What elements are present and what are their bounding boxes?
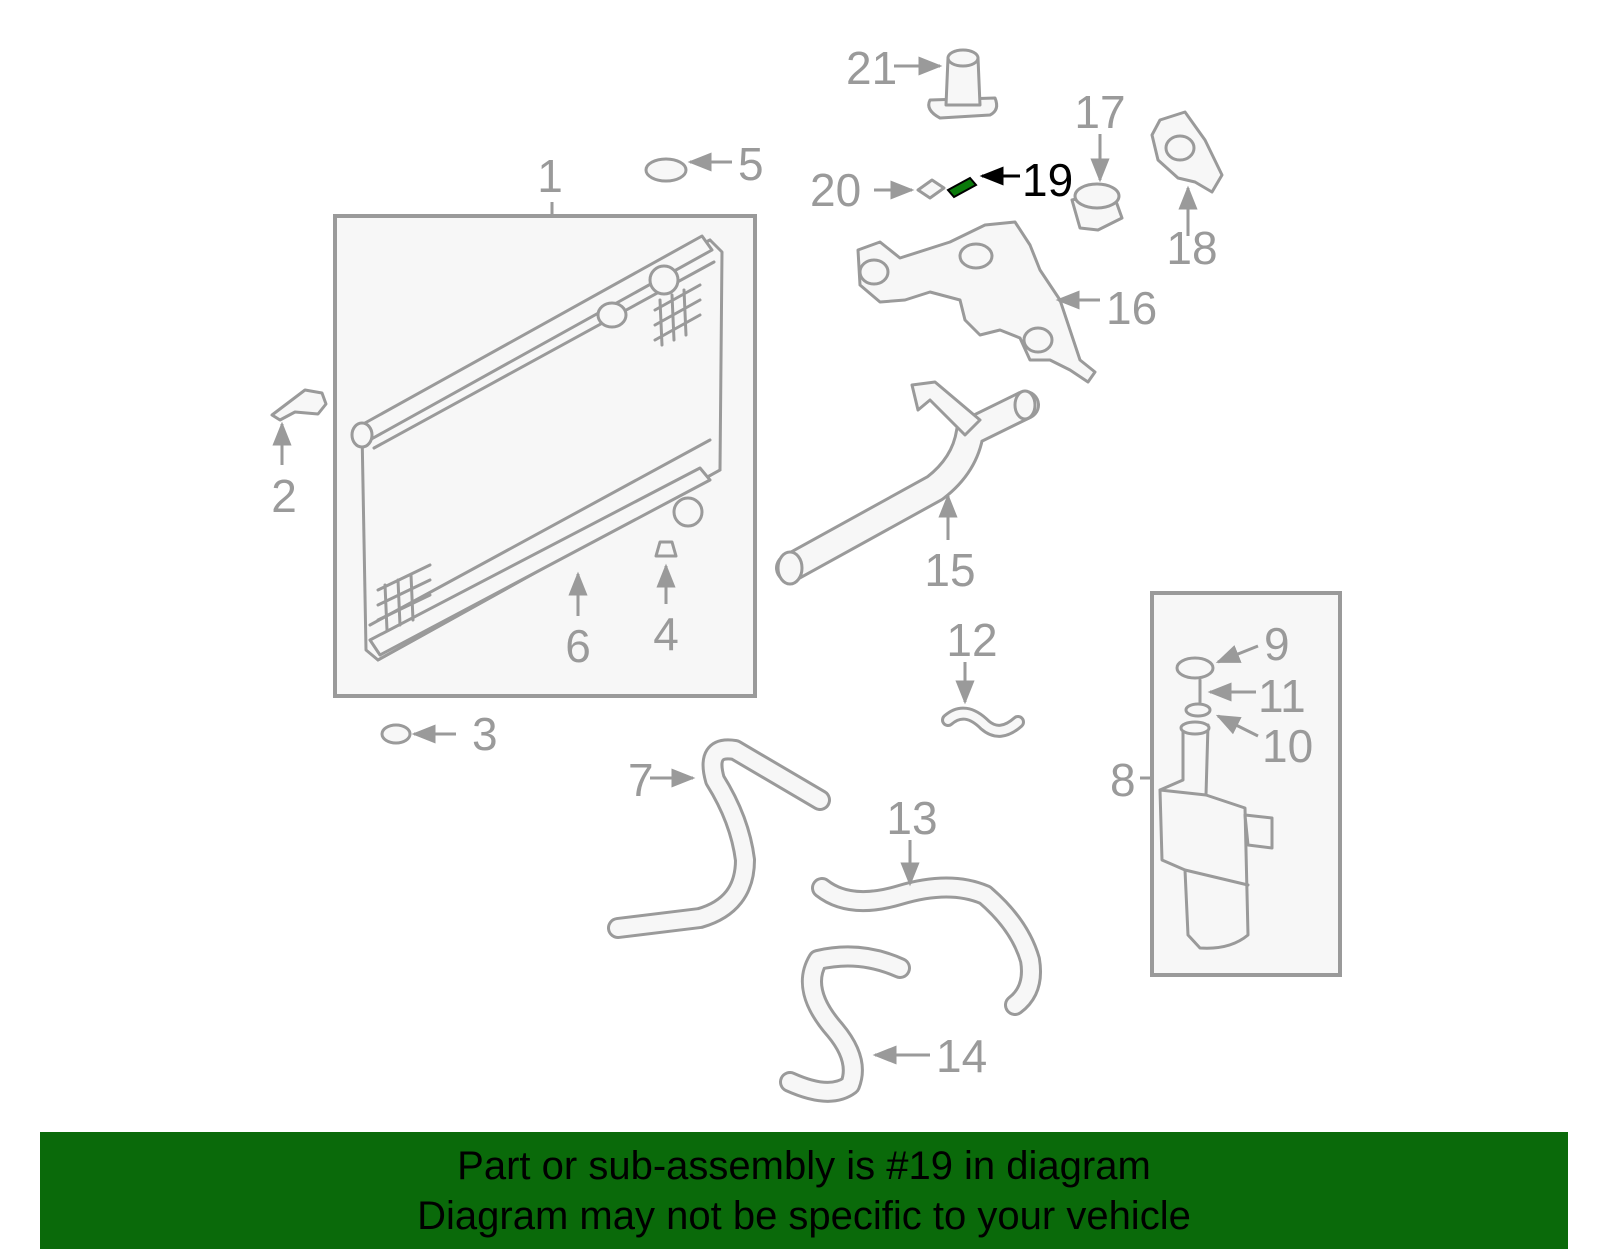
part-3-clip[interactable]: 3 — [380, 708, 498, 760]
label-20: 20 — [810, 164, 861, 216]
part-4-drain-plug[interactable]: 4 — [653, 540, 679, 660]
banner-line-2: Diagram may not be specific to your vehi… — [417, 1193, 1191, 1238]
label-9: 9 — [1264, 618, 1290, 670]
part-11-tube[interactable]: 11 — [1198, 670, 1306, 722]
label-6: 6 — [565, 620, 591, 672]
part-17-thermostat[interactable]: 17 — [1070, 86, 1126, 232]
label-15: 15 — [924, 544, 975, 596]
part-8-reservoir-assembly[interactable]: 8 — [1110, 591, 1342, 977]
label-11: 11 — [1258, 670, 1306, 722]
part-6-radiator-seal: 6 — [565, 571, 591, 672]
part-12-small-hose[interactable]: 12 — [941, 614, 1025, 738]
part-19-highlighted[interactable]: 19 — [946, 154, 1073, 206]
label-5: 5 — [738, 138, 764, 190]
label-14: 14 — [936, 1030, 987, 1082]
part-9-reservoir-cap[interactable]: 9 — [1175, 618, 1290, 680]
label-17: 17 — [1074, 86, 1125, 138]
label-8: 8 — [1110, 754, 1136, 806]
part-2-bracket[interactable]: 2 — [270, 388, 328, 522]
label-19: 19 — [1022, 154, 1073, 206]
label-18: 18 — [1166, 222, 1217, 274]
label-10: 10 — [1262, 720, 1313, 772]
part-7-upper-hose[interactable]: 7 — [607, 738, 831, 939]
part-15-water-pipe[interactable]: 15 — [775, 380, 1040, 596]
label-21: 21 — [846, 42, 897, 94]
label-16: 16 — [1106, 282, 1157, 334]
label-12: 12 — [946, 614, 997, 666]
radiator-assembly[interactable]: 1 — [333, 150, 757, 698]
label-4: 4 — [653, 608, 679, 660]
label-2: 2 — [271, 470, 297, 522]
label-1: 1 — [537, 150, 563, 202]
part-20-temperature-sensor[interactable]: 20 — [810, 164, 946, 216]
label-3: 3 — [472, 708, 498, 760]
info-banner: Part or sub-assembly is #19 in diagram D… — [40, 1132, 1568, 1249]
part-16-water-outlet-housing[interactable]: 16 — [856, 220, 1157, 384]
label-7: 7 — [628, 754, 654, 806]
part-14-hose[interactable]: 14 — [779, 945, 987, 1103]
part-10-seal[interactable]: 10 — [1184, 702, 1313, 772]
part-18-thermostat-cover[interactable]: 18 — [1150, 110, 1224, 274]
banner-line-1: Part or sub-assembly is #19 in diagram — [457, 1143, 1151, 1188]
part-13-lower-hose[interactable]: 13 — [811, 792, 1042, 1016]
parts-diagram: 1 2 3 4 5 6 7 — [270, 42, 1342, 1103]
label-13: 13 — [886, 792, 937, 844]
part-5-cap[interactable]: 5 — [644, 138, 764, 190]
part-21-fitting[interactable]: 21 — [846, 42, 999, 120]
